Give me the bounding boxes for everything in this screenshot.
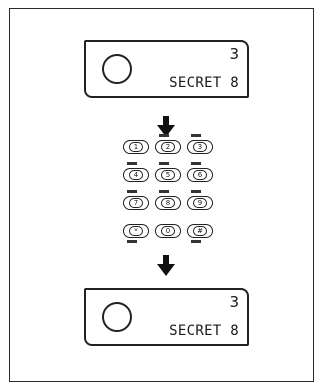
key-mark xyxy=(159,190,169,193)
key-mark xyxy=(159,134,169,137)
key-0[interactable]: 0 xyxy=(155,224,181,238)
down-arrow-icon xyxy=(157,255,175,277)
key-5[interactable]: 5 xyxy=(155,168,181,182)
display-panel-bottom: 3 SECRET 8 xyxy=(84,288,249,346)
key-mark xyxy=(127,240,137,243)
key-2[interactable]: 2 xyxy=(155,140,181,154)
key-mark xyxy=(127,162,137,165)
panel-label: SECRET 8 xyxy=(169,76,239,91)
key-hash[interactable]: # xyxy=(187,224,213,238)
key-8[interactable]: 8 xyxy=(155,196,181,210)
key-6[interactable]: 6 xyxy=(187,168,213,182)
key-mark xyxy=(159,162,169,165)
key-mark xyxy=(191,134,201,137)
knob-icon xyxy=(102,302,132,332)
key-9[interactable]: 9 xyxy=(187,196,213,210)
key-mark xyxy=(191,162,201,165)
knob-icon xyxy=(102,54,132,84)
keypad: 1 2 3 4 5 6 7 8 9 * 0 # xyxy=(119,134,215,254)
display-panel-top: 3 SECRET 8 xyxy=(84,40,249,98)
panel-number: 3 xyxy=(229,47,239,62)
key-7[interactable]: 7 xyxy=(123,196,149,210)
key-mark xyxy=(191,190,201,193)
key-1[interactable]: 1 xyxy=(123,140,149,154)
key-star[interactable]: * xyxy=(123,224,149,238)
key-4[interactable]: 4 xyxy=(123,168,149,182)
key-mark xyxy=(127,190,137,193)
key-mark xyxy=(191,240,201,243)
panel-label: SECRET 8 xyxy=(169,324,239,339)
panel-number: 3 xyxy=(229,295,239,310)
key-3[interactable]: 3 xyxy=(187,140,213,154)
